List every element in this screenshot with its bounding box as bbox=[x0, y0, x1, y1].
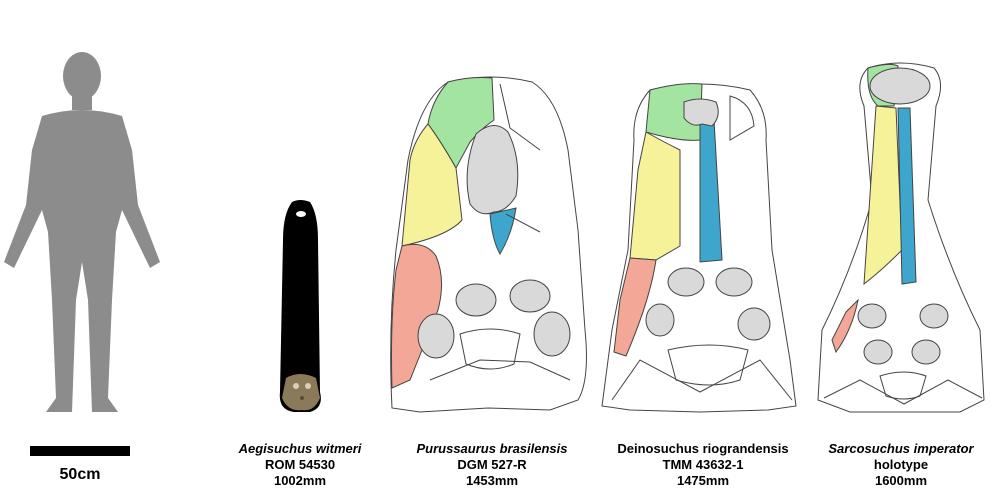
skull-length: 1002mm bbox=[273, 473, 327, 488]
skull-length: 1453mm bbox=[465, 473, 519, 488]
species-name: Sarcosuchus imperator bbox=[828, 441, 974, 456]
label-deinosuchus: Deinosuchus riograndensis TMM 43632-1 14… bbox=[598, 441, 808, 489]
label-aegisuchus: Aegisuchus witmeri ROM 54530 1002mm bbox=[215, 441, 385, 489]
species-name: Purussaurus brasilensis bbox=[416, 441, 568, 456]
scale-bar-label: 50cm bbox=[59, 466, 101, 483]
skull-purussaurus bbox=[390, 76, 587, 413]
species-name: Aegisuchus witmeri bbox=[238, 441, 362, 456]
skull-length: 1600mm bbox=[874, 473, 928, 488]
scale-bar bbox=[30, 446, 130, 456]
skull-length: 1475mm bbox=[676, 473, 730, 488]
specimen-id: ROM 54530 bbox=[264, 457, 336, 472]
skull-deinosuchus bbox=[601, 83, 797, 413]
species-name: Deinosuchus riograndensis bbox=[617, 441, 789, 456]
specimen-id: TMM 43632-1 bbox=[662, 457, 744, 472]
skull-aegisuchus bbox=[279, 200, 321, 412]
specimen-id: holotype bbox=[873, 457, 929, 472]
human-silhouette bbox=[4, 52, 160, 412]
specimen-id: DGM 527-R bbox=[457, 457, 527, 472]
label-sarcosuchus: Sarcosuchus imperator holotype 1600mm bbox=[812, 441, 990, 489]
skull-sarcosuchus bbox=[817, 62, 985, 413]
label-purussaurus: Purussaurus brasilensis DGM 527-R 1453mm bbox=[397, 441, 587, 489]
